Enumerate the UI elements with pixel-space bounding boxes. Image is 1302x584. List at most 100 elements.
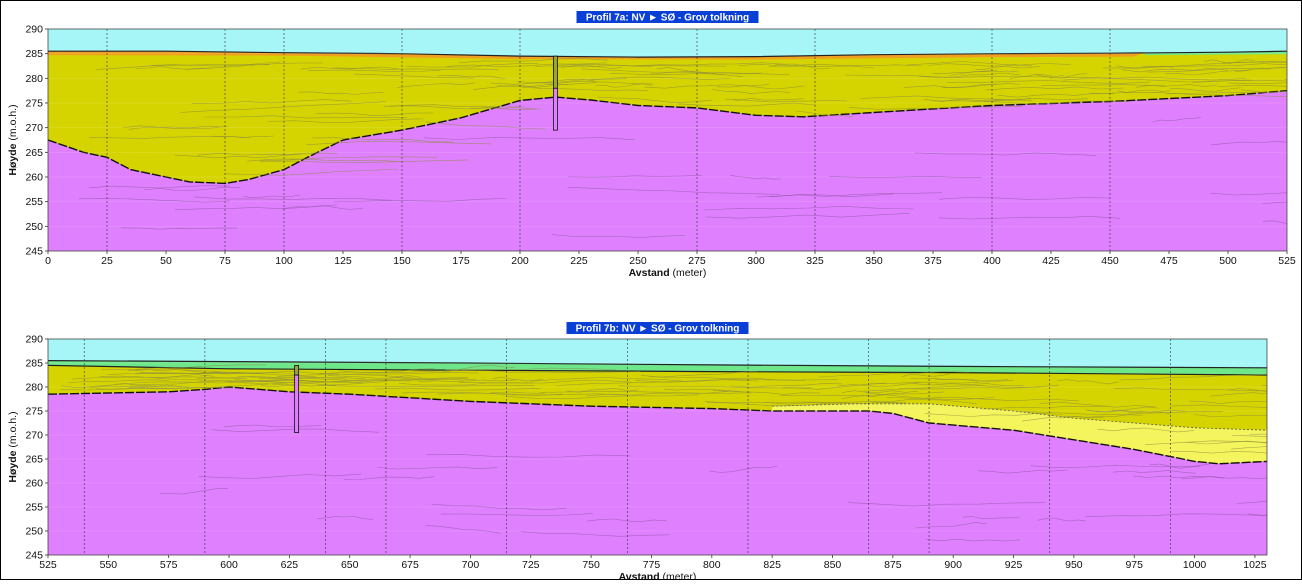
reflector-line bbox=[1181, 476, 1267, 480]
reflector-line bbox=[1049, 76, 1247, 81]
x-tick-label: 475 bbox=[1160, 255, 1178, 267]
reflector-line bbox=[78, 197, 230, 203]
reflector-line bbox=[143, 186, 241, 191]
reflector-line bbox=[1262, 385, 1267, 386]
reflector-line bbox=[640, 371, 758, 378]
reflector-line bbox=[315, 112, 434, 117]
x-tick-label: 725 bbox=[522, 559, 540, 571]
reflector-line bbox=[906, 61, 1071, 66]
reflector-line bbox=[1057, 379, 1119, 385]
chart-title: Profil 7a: NV ► SØ - Grov tolkning bbox=[586, 13, 749, 24]
reflector-line bbox=[780, 391, 945, 397]
reflector-line bbox=[934, 378, 1009, 382]
y-tick-label: 275 bbox=[25, 406, 43, 418]
x-tick-label: 625 bbox=[281, 559, 299, 571]
reflector-line bbox=[635, 378, 838, 383]
reflector-line bbox=[860, 95, 1032, 101]
y-tick-label: 265 bbox=[25, 147, 43, 159]
reflector-line bbox=[904, 83, 997, 89]
reflector-line bbox=[1204, 59, 1255, 65]
reflector-line bbox=[985, 86, 1124, 91]
reflector-line bbox=[174, 153, 302, 159]
reflector-line bbox=[521, 531, 669, 537]
reflector-line bbox=[705, 213, 910, 219]
reflector-line bbox=[1263, 220, 1287, 224]
profile-7b-chart: Profil 7b: NV ► SØ - Grov tolkning245250… bbox=[7, 322, 1268, 583]
x-tick-label: 425 bbox=[1042, 255, 1060, 267]
reflector-line bbox=[1120, 374, 1267, 381]
reflector-line bbox=[845, 74, 1052, 78]
reflector-line bbox=[342, 373, 422, 378]
reflector-line bbox=[1141, 63, 1287, 67]
x-tick-label: 1000 bbox=[1183, 559, 1207, 571]
reflector-line bbox=[1116, 65, 1174, 69]
x-tick-label: 575 bbox=[160, 559, 178, 571]
reflector-line bbox=[567, 187, 780, 195]
reflector-line bbox=[268, 118, 424, 123]
x-tick-label: 1025 bbox=[1243, 559, 1267, 571]
y-tick-label: 245 bbox=[25, 246, 43, 258]
reflector-line bbox=[1018, 411, 1224, 415]
reflector-line bbox=[711, 89, 791, 94]
reflector-line bbox=[377, 466, 498, 470]
plot-border bbox=[47, 338, 1268, 556]
x-tick-label: 100 bbox=[275, 255, 293, 267]
chart-title-box bbox=[576, 11, 759, 23]
y-tick-label: 280 bbox=[25, 382, 43, 394]
x-tick-label: 350 bbox=[865, 255, 883, 267]
reflector-line bbox=[656, 67, 723, 76]
y-axis-label: Høyde (m.o.h.) bbox=[7, 411, 19, 482]
reflector-line bbox=[1169, 87, 1241, 92]
reflector-line bbox=[317, 384, 535, 387]
reflector-line bbox=[68, 379, 170, 383]
reflector-line bbox=[1097, 427, 1194, 433]
y-tick-label: 275 bbox=[25, 98, 43, 110]
reflector-line bbox=[237, 376, 364, 384]
reflector-line bbox=[939, 197, 1111, 200]
x-tick-label: 50 bbox=[160, 255, 172, 267]
reflector-line bbox=[1189, 400, 1267, 404]
reflector-line bbox=[160, 488, 228, 495]
reflector-line bbox=[520, 86, 648, 92]
reflector-line bbox=[259, 156, 438, 162]
x-tick-label: 275 bbox=[688, 255, 706, 267]
reflector-line bbox=[1218, 85, 1287, 87]
reflector-line bbox=[151, 61, 281, 67]
reflector-line bbox=[983, 100, 1130, 105]
reflector-line bbox=[1040, 84, 1167, 87]
y-tick-label: 250 bbox=[25, 221, 43, 233]
reflector-line bbox=[473, 83, 569, 90]
reflector-line bbox=[1165, 70, 1250, 76]
reflector-line bbox=[924, 97, 1032, 102]
sand-boundary bbox=[772, 403, 1267, 431]
terrain-surface bbox=[48, 50, 1287, 58]
reflector-line bbox=[725, 97, 804, 101]
reflector-line bbox=[551, 64, 652, 68]
topsoil-boundary bbox=[48, 364, 1267, 376]
reflector-line bbox=[72, 376, 247, 380]
chart-title-box bbox=[566, 322, 749, 334]
x-tick-label: 875 bbox=[884, 559, 902, 571]
reflector-line bbox=[1209, 392, 1267, 397]
reflector-line bbox=[436, 392, 628, 396]
x-tick-label: 525 bbox=[1278, 255, 1296, 267]
reflector-line bbox=[962, 516, 1020, 519]
y-tick-label: 270 bbox=[25, 122, 43, 134]
y-tick-label: 290 bbox=[25, 334, 43, 346]
borehole-upper bbox=[294, 364, 300, 376]
x-tick-label: 125 bbox=[334, 255, 352, 267]
reflector-line bbox=[197, 152, 338, 156]
terrain-surface bbox=[48, 360, 1267, 369]
reflector-line bbox=[581, 68, 790, 75]
bedrock-layer bbox=[48, 90, 1287, 251]
bedrock-boundary bbox=[48, 386, 1267, 465]
x-tick-label: 200 bbox=[511, 255, 529, 267]
reflector-line bbox=[706, 401, 904, 404]
reflector-line bbox=[1193, 414, 1267, 417]
chart-title: Profil 7b: NV ► SØ - Grov tolkning bbox=[576, 324, 740, 335]
reflector-line bbox=[587, 518, 667, 523]
reflector-line bbox=[88, 385, 190, 389]
reflector-line bbox=[913, 383, 1024, 387]
reflector-line bbox=[731, 383, 843, 388]
reflector-line bbox=[458, 58, 609, 64]
